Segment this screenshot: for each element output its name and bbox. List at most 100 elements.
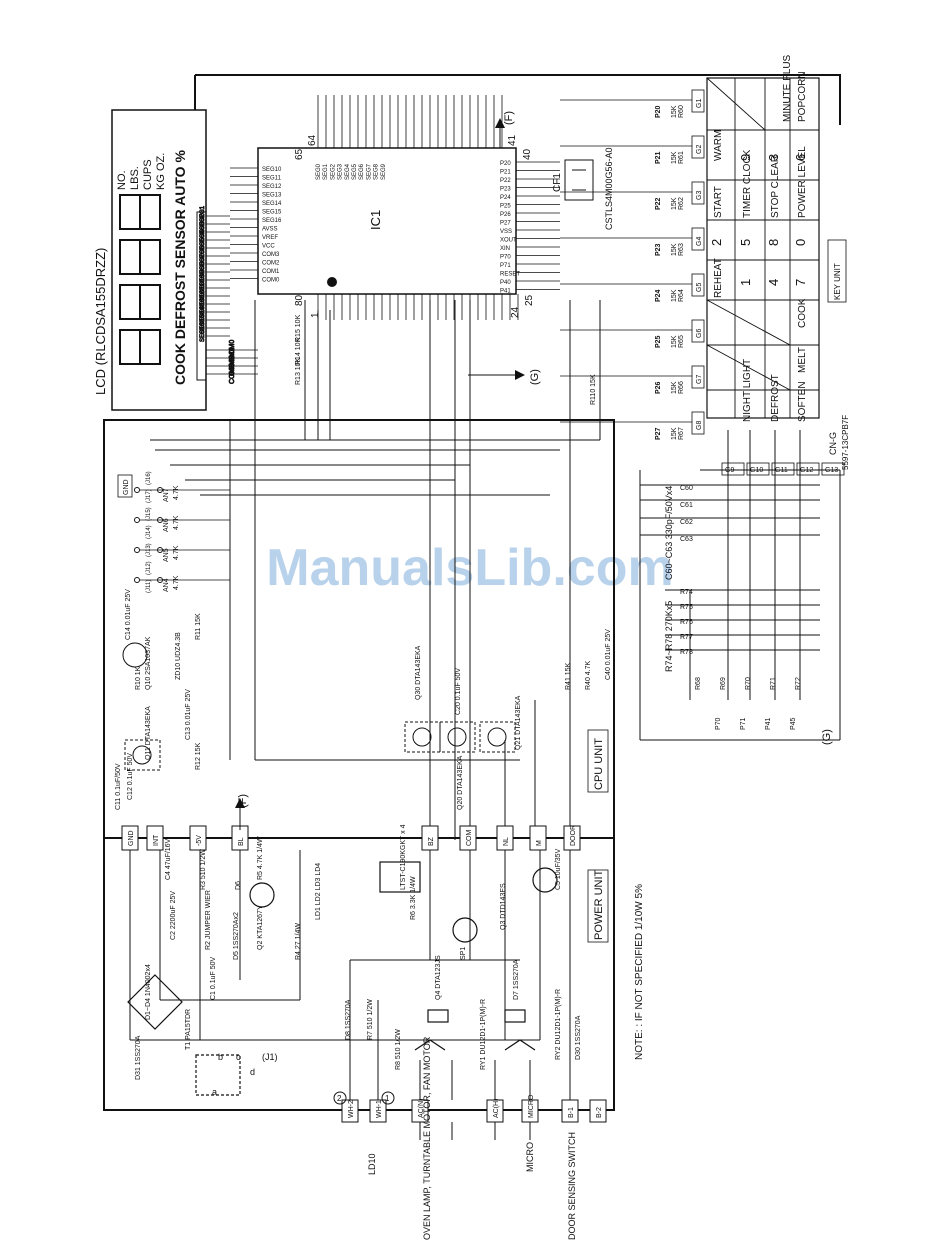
g-pin-label: G7 [696, 375, 703, 384]
key-res-value: 15K [671, 105, 678, 118]
key-label: MELT [797, 347, 808, 373]
key-unit-label: KEY UNIT [833, 263, 842, 300]
key-label: DEFROST [770, 374, 781, 422]
ic1-left-pin-label: SEG14 [262, 201, 282, 207]
ic1-top-pin-label: SEG3 [338, 163, 344, 180]
transistor-label: Q30 DTA143EKA [415, 645, 422, 700]
terminal-label: B-2 [596, 1107, 603, 1118]
connector-label: BL [238, 837, 245, 846]
g-pin-label: G1 [696, 99, 703, 108]
key-res-label: R64 [678, 289, 685, 302]
ic1-pin-40: 40 [522, 148, 533, 160]
ic1-right-pin-label: P25 [500, 204, 511, 210]
crystal-part: CSTLS4M00G56-A0 [604, 147, 614, 230]
res-chain-label: R77 [680, 634, 693, 641]
jumper-label: (J14) [146, 525, 152, 539]
power-part-label: R4 27 1/4W [295, 923, 302, 960]
load-label: MICRO [525, 1142, 535, 1172]
ic1-pin-64: 64 [307, 134, 318, 146]
ic1-right-pin-label: P20 [500, 161, 511, 167]
key-label: 4 [766, 279, 781, 286]
cap-label: C63 [680, 536, 693, 543]
an-label: AN5 [163, 548, 170, 562]
cpu-part-label: R14 10K [295, 337, 302, 365]
cpu-part-label: R11 15K [195, 613, 202, 640]
key-port-label: P20 [655, 105, 662, 118]
transistor-label: Q21 DTA143EKA [515, 695, 522, 750]
jumper-label: (J13) [146, 543, 152, 557]
power-part-label: C2 2200uF 25V [170, 891, 177, 940]
lcd-unit-no: NO. [116, 170, 128, 190]
key-label: REHEAT [713, 258, 724, 298]
key-res-label: R63 [678, 243, 685, 256]
g-pin-label: G4 [696, 237, 703, 246]
lcd-unit-kgoz: KG OZ. [155, 153, 167, 190]
key-label: 7 [793, 279, 808, 286]
key-label: MINUTE PLUS [782, 54, 793, 122]
ic1-left-pin-label: AVSS [262, 227, 278, 233]
load-label: DOOR SENSING SWITCH [567, 1132, 577, 1240]
power-part-label: R6 3.3K 1/4W [410, 876, 417, 920]
cpu-part-label: C13 0.01uF 25V [185, 689, 192, 740]
ic1-pin-41: 41 [507, 134, 518, 146]
circled-number: 1 [385, 1094, 390, 1103]
power-part-label: R7 510 1/2W [367, 999, 374, 1040]
key-port-label: P26 [655, 381, 662, 394]
lcd-seg-pin: SEG7 [200, 253, 206, 270]
ic1-pin-24: 24 [510, 306, 521, 318]
key-cap-note: C60~C63 330pF/50Vx4 [664, 486, 674, 580]
lcd-segments-text: COOK DEFROST SENSOR AUTO % [172, 150, 188, 385]
lcd-seg-pin: SEG6 [200, 245, 206, 262]
power-part-label: SP1 [460, 947, 467, 960]
res-chain-label: R76 [680, 619, 693, 626]
lcd-seg-pin: SEG8 [200, 261, 206, 278]
jumper-label: (J11) [146, 580, 152, 593]
key-res-note: R74~R78 270Kx5 [664, 601, 674, 672]
ic1-top-pin-label: SEG2 [330, 163, 336, 180]
lcd-seg-pin: SEG1 [200, 205, 206, 222]
key-label: 1 [738, 279, 753, 286]
key-res-label: R60 [678, 105, 685, 118]
power-part-label: D8 1SS270A [345, 999, 352, 1040]
ic1-right-pin-label: P22 [500, 178, 511, 184]
lcd-seg-pin: SEG4 [200, 229, 206, 246]
key-res-value: 15K [671, 427, 678, 440]
load-label: LD10 [367, 1153, 377, 1175]
signal-g-mid: (G) [529, 369, 541, 385]
lcd-com-pin: COM0 [229, 340, 236, 360]
terminal-label: AC(N) [418, 1099, 425, 1118]
jumper-label: (J15) [146, 507, 152, 521]
power-part-label: D31 1SS270A [135, 1035, 142, 1080]
key-label: START [713, 186, 724, 218]
jumper-label: (J12) [146, 561, 152, 575]
lcd-com-pin: COM1 [229, 348, 236, 368]
cn-g-part: 5597-13CPB7F [841, 415, 850, 470]
input-port-label: P71 [740, 717, 747, 730]
key-label: 5 [738, 239, 753, 246]
key-label: 6 [793, 154, 808, 161]
ic1-left-pin-label: COM1 [262, 269, 280, 275]
ic1-bottom-pins [317, 294, 519, 320]
lcd-seg-pin: SEG5 [200, 237, 206, 254]
cap-label: C60 [680, 485, 693, 492]
ic1-left-pin-label: COM2 [262, 261, 280, 267]
res-chain-label: R74 [680, 589, 693, 596]
key-label: WARM [713, 130, 724, 161]
input-res-label: R71 [770, 677, 777, 690]
lcd-digits [119, 194, 161, 365]
ic1-pin-1: 1 [310, 312, 321, 318]
key-port-label: P27 [655, 427, 662, 440]
ic1-right-pin-label: XIN [500, 246, 510, 252]
ic1-top-pin-label: SEG6 [359, 163, 365, 180]
key-resistors: R6015KP20R6115KP21R6215KP22R6315KP23R641… [560, 99, 692, 440]
power-part-label: R5 4.7K 1/4W [257, 836, 264, 880]
ic1-left-pin-label: SEG10 [262, 167, 282, 173]
power-part-label: D30 1SS270A [575, 1015, 582, 1060]
ic1-left-pin-label: COM0 [262, 278, 280, 284]
power-unit-label: POWER UNIT [593, 869, 605, 940]
